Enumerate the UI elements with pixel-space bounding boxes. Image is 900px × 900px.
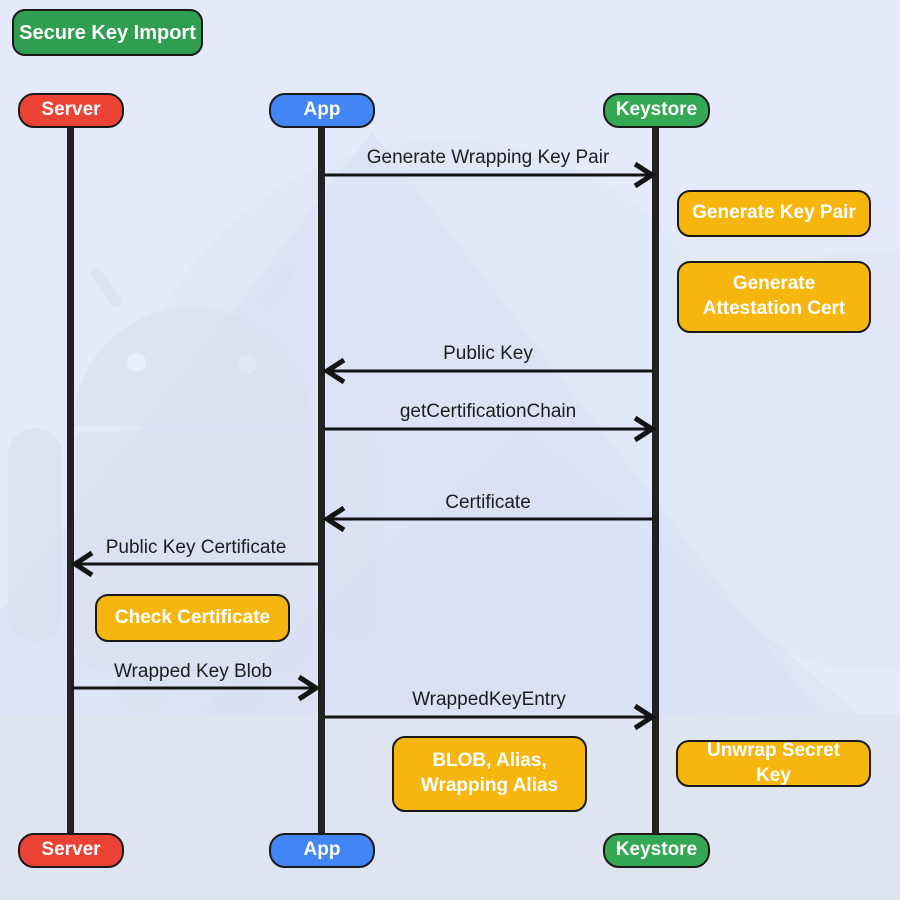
- actor-server-bottom: Server: [18, 833, 124, 868]
- actor-app-bottom: App: [269, 833, 375, 868]
- message-label-generate-wrapping-key-pair: Generate Wrapping Key Pair: [366, 147, 610, 168]
- tree-trunk-watermark: [731, 580, 757, 715]
- android-eye-left: [127, 353, 146, 372]
- actor-keystore-bottom: Keystore: [603, 833, 710, 868]
- message-label-get-certification-chain: getCertificationChain: [399, 401, 577, 422]
- diagram-title: Secure Key Import: [12, 9, 203, 56]
- android-arm-right: [324, 428, 378, 642]
- message-label-wrapped-key-entry: WrappedKeyEntry: [412, 689, 566, 710]
- message-label-public-key: Public Key: [443, 343, 533, 364]
- message-label-wrapped-key-blob: Wrapped Key Blob: [113, 661, 273, 682]
- note-generate-attestation-cert: Generate Attestation Cert: [677, 261, 871, 333]
- android-arm-left: [8, 428, 62, 642]
- android-eye-right: [238, 355, 257, 374]
- arrowhead-public-key-certificate: [70, 550, 94, 578]
- lifeline-app: [318, 126, 325, 835]
- message-label-public-key-certificate: Public Key Certificate: [105, 537, 287, 558]
- arrowhead-public-key: [322, 357, 346, 385]
- note-blob-alias-wrapping-alias: BLOB, Alias, Wrapping Alias: [392, 736, 587, 812]
- arrowhead-generate-wrapping-key-pair: [633, 161, 657, 189]
- arrowhead-wrapped-key-blob: [297, 674, 321, 702]
- arrowhead-wrapped-key-entry: [633, 703, 657, 731]
- note-generate-key-pair: Generate Key Pair: [677, 190, 871, 237]
- arrowhead-get-certification-chain: [633, 415, 657, 443]
- arrowhead-certificate: [322, 505, 346, 533]
- actor-keystore-top: Keystore: [603, 93, 710, 128]
- note-check-certificate: Check Certificate: [95, 594, 290, 642]
- actor-app-top: App: [269, 93, 375, 128]
- lifeline-keystore: [652, 126, 659, 835]
- lifeline-server: [67, 126, 74, 835]
- note-unwrap-secret-key: Unwrap Secret Key: [676, 740, 871, 787]
- message-label-certificate: Certificate: [445, 492, 531, 513]
- actor-server-top: Server: [18, 93, 124, 128]
